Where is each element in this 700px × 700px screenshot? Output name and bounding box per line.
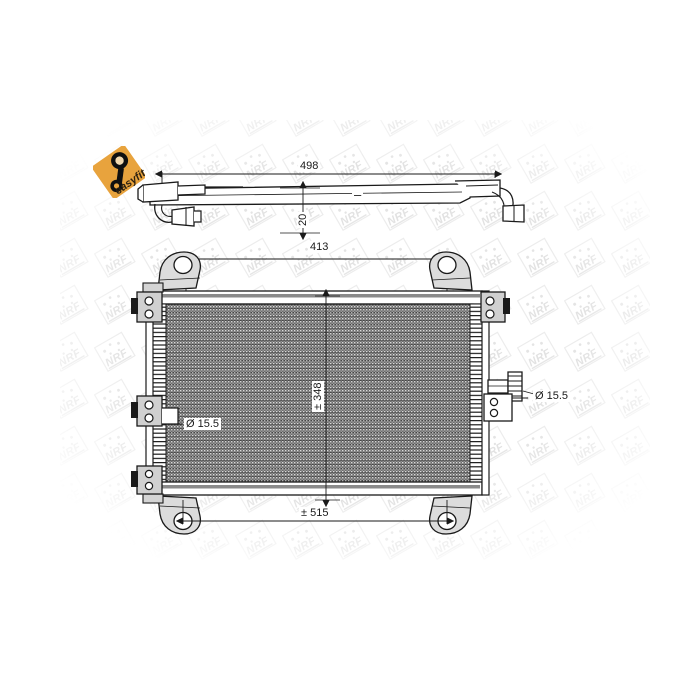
dimension-label-413: 413 bbox=[308, 241, 331, 253]
mounting-bracket-bottom-left bbox=[142, 493, 202, 535]
clamp-block-top-right bbox=[480, 291, 510, 323]
dimension-label-diameter-left: Ø 15.5 bbox=[184, 418, 222, 430]
dimension-label-515: ± 515 bbox=[299, 507, 331, 519]
dimension-label-20: 20 bbox=[297, 211, 309, 228]
mounting-bracket-top-right bbox=[428, 251, 473, 291]
top-refrigerant-pipe-assembly bbox=[137, 179, 525, 227]
mounting-bracket-bottom-right bbox=[428, 495, 473, 535]
dimension-498 bbox=[154, 170, 503, 183]
right-side-fins bbox=[469, 303, 484, 483]
clamp-block-bottom-left-lower bbox=[131, 465, 163, 495]
left-side-fins bbox=[151, 303, 167, 483]
port-fitting-right bbox=[483, 371, 528, 422]
dimension-label-diameter-right: Ø 15.5 bbox=[533, 390, 571, 402]
dimension-label-348: ± 348 bbox=[312, 380, 324, 412]
dimension-label-498: 498 bbox=[298, 160, 321, 172]
clamp-block-top-left bbox=[131, 291, 163, 323]
pipe-gap-marker: – bbox=[352, 187, 364, 202]
dimension-413 bbox=[178, 255, 455, 296]
easyfit-badge: easyfit bbox=[93, 146, 145, 198]
mounting-bracket-top-left bbox=[142, 251, 202, 293]
